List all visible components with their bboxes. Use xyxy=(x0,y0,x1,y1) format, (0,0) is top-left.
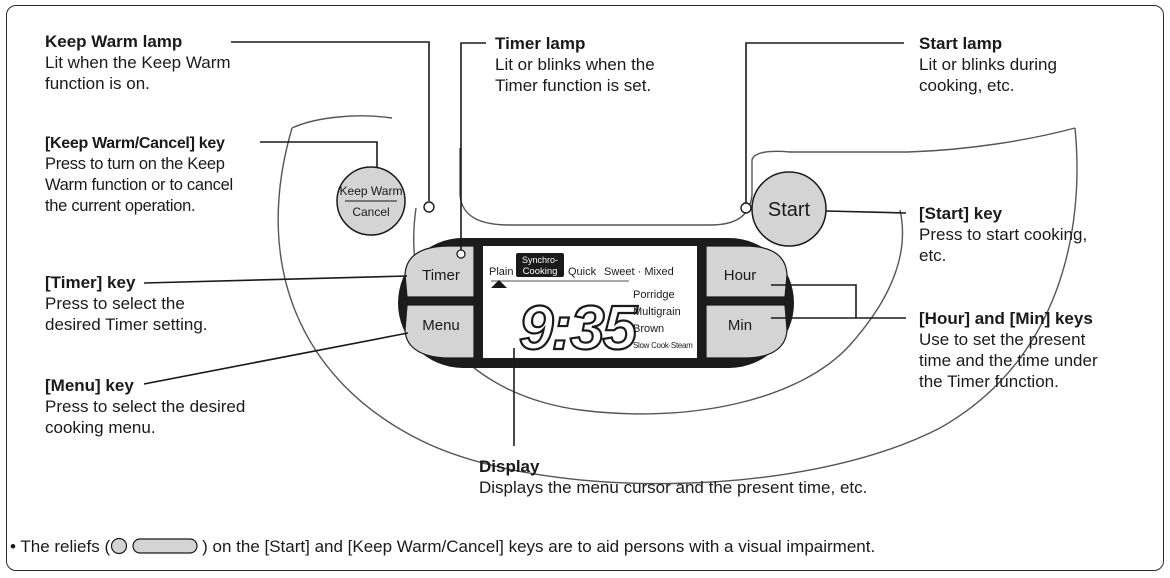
start-lamp-title: Start lamp xyxy=(919,34,1003,53)
menu-key-desc-1: Press to select the desired xyxy=(45,397,246,416)
leader-keep-warm-cancel-key xyxy=(260,141,378,167)
lcd-menu-slowcook-steam: Slow Cook·Steam xyxy=(633,341,693,350)
timer-lamp-title: Timer lamp xyxy=(495,34,586,53)
leader-start-key xyxy=(825,210,907,214)
lcd-menu-synchro: Synchro- xyxy=(522,255,558,265)
menu-key-desc-2: cooking menu. xyxy=(45,418,156,437)
hour-min-keys-desc-1: Use to set the present xyxy=(919,330,1086,349)
menu-button-label: Menu xyxy=(422,317,460,334)
lcd-menu-porridge: Porridge xyxy=(633,289,675,301)
start-lamp xyxy=(740,202,752,214)
menu-key-title: [Menu] key xyxy=(45,376,134,395)
keep-warm-lamp-desc-2: function is on. xyxy=(45,74,150,93)
diagram-frame xyxy=(6,5,1164,571)
leader-keep-warm-lamp xyxy=(231,41,430,201)
timer-button-label: Timer xyxy=(422,267,460,284)
relief-bar-icon xyxy=(132,538,198,554)
footnote: • The reliefs ( ) on the [Start] and [Kee… xyxy=(10,537,875,557)
callout-start-key: [Start] key Press to start cooking, etc. xyxy=(919,203,1087,266)
callout-start-lamp: Start lamp Lit or blinks during cooking,… xyxy=(919,33,1057,96)
lcd-display: Plain Synchro- Cooking Quick Sweet · Mix… xyxy=(483,246,697,364)
lcd-menu-multigrain: Multigrain xyxy=(633,306,681,318)
hour-button-label: Hour xyxy=(724,267,757,284)
cancel-button-label: Cancel xyxy=(352,205,389,219)
keep-warm-lamp xyxy=(423,201,435,213)
timer-lamp xyxy=(456,249,466,259)
start-lamp-desc-1: Lit or blinks during xyxy=(919,55,1057,74)
callout-timer-lamp: Timer lamp Lit or blinks when the Timer … xyxy=(495,33,655,96)
callout-timer-key: [Timer] key Press to select the desired … xyxy=(45,272,208,335)
display-desc-1: Displays the menu cursor and the present… xyxy=(479,478,868,497)
start-button-label: Start xyxy=(768,199,811,221)
min-button-label: Min xyxy=(728,317,752,334)
keep-warm-cancel-button[interactable]: Keep Warm Cancel xyxy=(336,166,406,236)
leader-hour-min-keys xyxy=(771,284,906,319)
leader-timer-key xyxy=(143,275,408,284)
relief-dot-icon xyxy=(111,537,128,555)
keep-warm-cancel-key-desc-3: the current operation. xyxy=(45,197,196,215)
start-key-title: [Start] key xyxy=(919,204,1003,223)
hour-min-keys-desc-3: the Timer function. xyxy=(919,372,1059,391)
timer-button[interactable]: Timer xyxy=(404,245,475,298)
start-lamp-desc-2: cooking, etc. xyxy=(919,76,1015,95)
lcd-synchro-cooking-highlight xyxy=(516,253,564,277)
leader-timer-lamp xyxy=(460,42,486,250)
lcd-menu-brown: Brown xyxy=(633,323,664,335)
callout-keep-warm-cancel-key: [Keep Warm/Cancel] key Press to turn on … xyxy=(45,133,233,217)
lcd-menu-plain: Plain xyxy=(489,266,513,278)
hour-min-keys-desc-2: time and the time under xyxy=(919,351,1098,370)
keep-warm-cancel-key-desc-1: Press to turn on the Keep xyxy=(45,155,225,173)
keep-warm-cancel-key-title: [Keep Warm/Cancel] key xyxy=(45,135,225,152)
footnote-text-before: • The reliefs ( xyxy=(10,537,111,556)
leader-start-lamp xyxy=(745,42,904,203)
start-button[interactable]: Start xyxy=(751,171,827,247)
timer-key-desc-1: Press to select the xyxy=(45,294,185,313)
lcd-menu-cursor xyxy=(491,280,507,288)
lcd-menu-cooking: Cooking xyxy=(523,266,558,277)
start-key-desc-1: Press to start cooking, xyxy=(919,225,1088,244)
min-button[interactable]: Min xyxy=(705,304,788,359)
lcd-time: 9:35 xyxy=(519,294,639,363)
keep-warm-lamp-desc-1: Lit when the Keep Warm xyxy=(45,53,231,72)
leader-menu-key xyxy=(143,332,409,385)
keep-warm-cancel-key-desc-2: Warm function or to cancel xyxy=(45,176,233,194)
hour-button[interactable]: Hour xyxy=(705,245,788,298)
callout-menu-key: [Menu] key Press to select the desired c… xyxy=(45,375,245,438)
timer-key-desc-2: desired Timer setting. xyxy=(45,315,208,334)
callout-hour-min-keys: [Hour] and [Min] keys Use to set the pre… xyxy=(919,308,1098,392)
callout-keep-warm-lamp: Keep Warm lamp Lit when the Keep Warm fu… xyxy=(45,31,231,94)
footnote-text-after: ) on the [Start] and [Keep Warm/Cancel] … xyxy=(202,537,876,556)
hour-min-keys-title: [Hour] and [Min] keys xyxy=(919,309,1093,328)
start-key-desc-2: etc. xyxy=(919,246,947,265)
display-title: Display xyxy=(479,457,540,476)
lcd-menu-sweet-mixed: Sweet · Mixed xyxy=(604,266,674,278)
keep-warm-lamp-title: Keep Warm lamp xyxy=(45,32,183,51)
menu-button[interactable]: Menu xyxy=(404,304,475,359)
relief-icons xyxy=(111,537,198,555)
keep-warm-button-label: Keep Warm xyxy=(340,184,403,198)
timer-lamp-desc-1: Lit or blinks when the xyxy=(495,55,655,74)
callout-display: Display Displays the menu cursor and the… xyxy=(479,456,867,498)
lcd-menu-quick: Quick xyxy=(568,266,597,278)
timer-lamp-desc-2: Timer function is set. xyxy=(495,76,652,95)
timer-key-title: [Timer] key xyxy=(45,273,136,292)
callout-leader-lines xyxy=(143,41,907,446)
